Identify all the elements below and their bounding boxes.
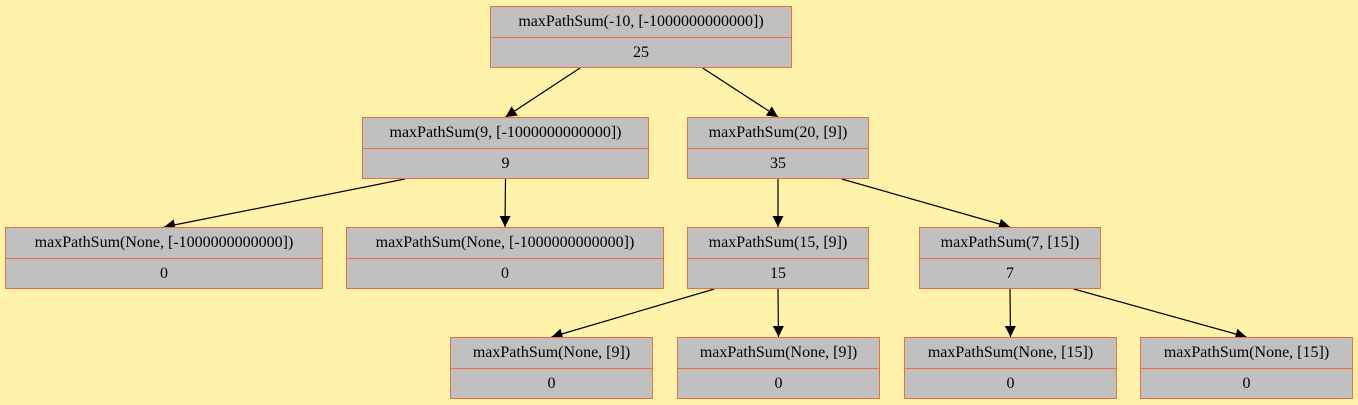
node-return-value: 35 bbox=[770, 155, 786, 172]
node-n7: maxPathSum(7, [15]) 7 bbox=[919, 227, 1101, 289]
node-return-value: 0 bbox=[547, 375, 556, 392]
node-return-value: 7 bbox=[1006, 265, 1014, 282]
node-n7-left-none: maxPathSum(None, [15]) 0 bbox=[904, 337, 1117, 399]
node-n15-right-none: maxPathSum(None, [9]) 0 bbox=[677, 337, 880, 399]
node-call-label: maxPathSum(None, [-1000000000000]) bbox=[347, 228, 663, 259]
edge-root-to-n9 bbox=[505, 67, 581, 118]
edge-root-to-n20 bbox=[702, 67, 779, 118]
node-return-value: 15 bbox=[770, 265, 786, 282]
node-call-label: maxPathSum(None, [9]) bbox=[451, 338, 652, 369]
node-call-label: maxPathSum(20, [9]) bbox=[688, 118, 868, 149]
node-root: maxPathSum(-10, [-1000000000000]) 25 bbox=[490, 6, 792, 68]
node-call-label: maxPathSum(None, [15]) bbox=[905, 338, 1116, 369]
node-n9-right-none: maxPathSum(None, [-1000000000000]) 0 bbox=[346, 227, 664, 289]
node-n15-left-none: maxPathSum(None, [9]) 0 bbox=[450, 337, 653, 399]
node-call-label: maxPathSum(None, [15]) bbox=[1141, 338, 1352, 369]
node-call-label: maxPathSum(9, [-1000000000000]) bbox=[363, 118, 648, 149]
edge-n7-to-n7_left_none bbox=[1004, 288, 1016, 338]
node-return-value: 0 bbox=[501, 265, 509, 282]
node-n9-left-none: maxPathSum(None, [-1000000000000]) 0 bbox=[5, 227, 323, 289]
node-n15: maxPathSum(15, [9]) 15 bbox=[687, 227, 869, 289]
node-return-value: 25 bbox=[633, 44, 649, 61]
node-call-label: maxPathSum(7, [15]) bbox=[920, 228, 1100, 259]
node-call-label: maxPathSum(None, [-1000000000000]) bbox=[6, 228, 322, 259]
edge-n20-to-n7 bbox=[841, 178, 1011, 230]
edge-n9-to-n9_left_none bbox=[163, 178, 406, 231]
edge-n15-to-n15_right_none bbox=[772, 288, 784, 338]
node-return-value: 0 bbox=[1006, 375, 1015, 392]
node-return-value: 0 bbox=[160, 265, 168, 282]
node-call-label: maxPathSum(None, [9]) bbox=[678, 338, 879, 369]
node-call-label: maxPathSum(-10, [-1000000000000]) bbox=[491, 7, 791, 38]
node-return-value: 0 bbox=[774, 375, 783, 392]
edge-n7-to-n7_right_none bbox=[1073, 288, 1247, 340]
node-n9: maxPathSum(9, [-1000000000000]) 9 bbox=[362, 117, 649, 179]
edge-n9-to-n9_right_none bbox=[499, 178, 511, 228]
node-call-label: maxPathSum(15, [9]) bbox=[688, 228, 868, 259]
node-n20: maxPathSum(20, [9]) 35 bbox=[687, 117, 869, 179]
node-return-value: 0 bbox=[1242, 375, 1251, 392]
edge-n15-to-n15_left_none bbox=[551, 288, 715, 340]
node-n7-right-none: maxPathSum(None, [15]) 0 bbox=[1140, 337, 1353, 399]
node-return-value: 9 bbox=[501, 155, 510, 172]
